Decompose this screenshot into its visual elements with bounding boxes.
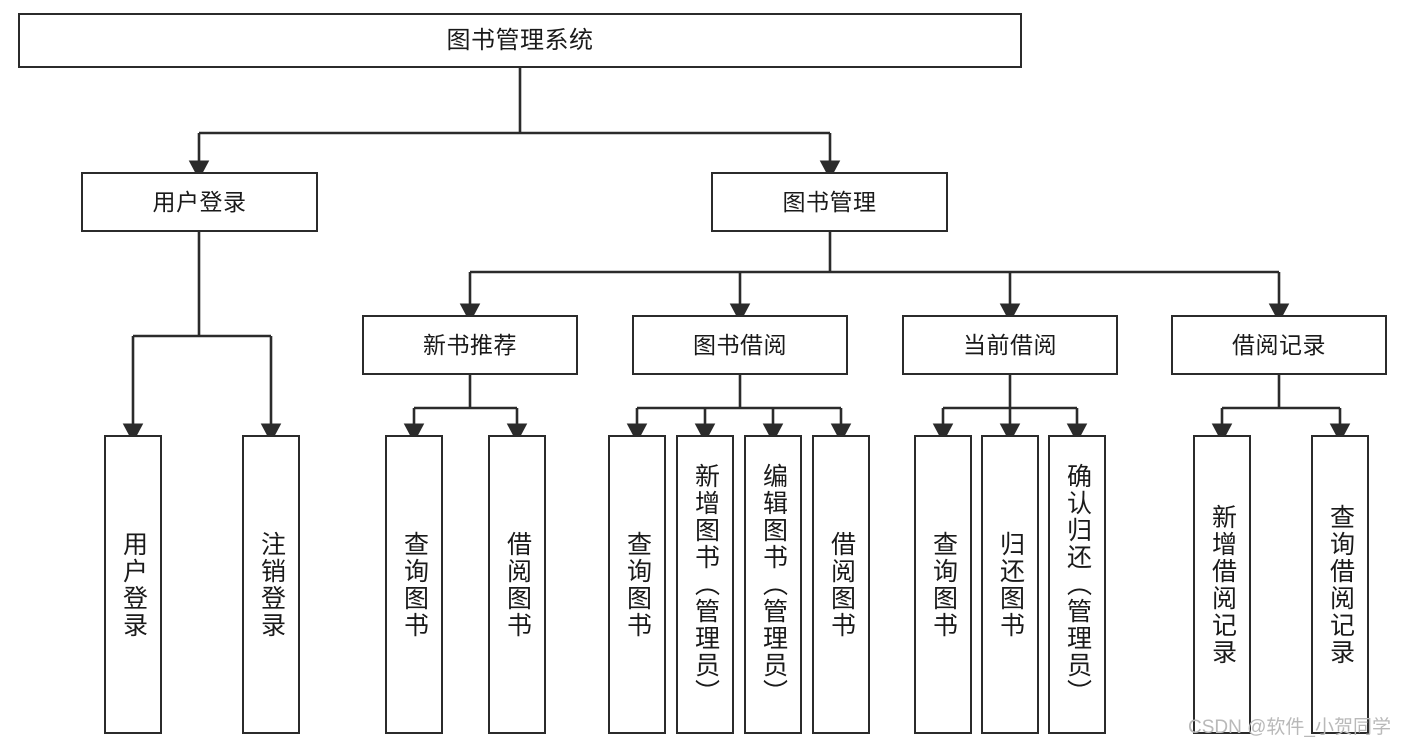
node-leaf-borrow-book-2-label: 借阅图书 [827, 530, 856, 639]
node-leaf-return-book[interactable]: 归还图书 [981, 435, 1039, 734]
node-leaf-add-record-label: 新增借阅记录 [1208, 503, 1237, 666]
node-leaf-query-book-2-label: 查询图书 [623, 530, 652, 639]
node-leaf-query-book-2[interactable]: 查询图书 [608, 435, 666, 734]
node-new-book-recommend-label: 新书推荐 [423, 331, 517, 358]
node-leaf-borrow-book-1-label: 借阅图书 [503, 530, 532, 639]
node-user-login-label: 用户登录 [152, 188, 247, 215]
node-user-login[interactable]: 用户登录 [81, 172, 318, 232]
node-leaf-add-book-label: 新增图书（管理员） [691, 463, 720, 706]
node-leaf-logout[interactable]: 注销登录 [242, 435, 300, 734]
node-leaf-query-record[interactable]: 查询借阅记录 [1311, 435, 1369, 734]
node-borrow-record[interactable]: 借阅记录 [1171, 315, 1387, 375]
node-leaf-add-book[interactable]: 新增图书（管理员） [676, 435, 734, 734]
node-leaf-user-login[interactable]: 用户登录 [104, 435, 162, 734]
node-leaf-edit-book[interactable]: 编辑图书（管理员） [744, 435, 802, 734]
node-leaf-logout-label: 注销登录 [257, 530, 286, 639]
node-leaf-query-book-3-label: 查询图书 [929, 530, 958, 639]
watermark: CSDN @软件_小贺同学 [1188, 717, 1391, 738]
node-leaf-user-login-label: 用户登录 [119, 530, 148, 639]
node-leaf-borrow-book-2[interactable]: 借阅图书 [812, 435, 870, 734]
node-leaf-borrow-book-1[interactable]: 借阅图书 [488, 435, 546, 734]
node-leaf-query-record-label: 查询借阅记录 [1326, 503, 1355, 666]
node-root[interactable]: 图书管理系统 [18, 13, 1022, 68]
node-leaf-edit-book-label: 编辑图书（管理员） [759, 463, 788, 706]
node-leaf-confirm-return-label: 确认归还（管理员） [1063, 463, 1092, 706]
node-leaf-query-book-3[interactable]: 查询图书 [914, 435, 972, 734]
node-leaf-confirm-return[interactable]: 确认归还（管理员） [1048, 435, 1106, 734]
node-current-borrow[interactable]: 当前借阅 [902, 315, 1118, 375]
node-book-management[interactable]: 图书管理 [711, 172, 948, 232]
node-leaf-return-book-label: 归还图书 [996, 530, 1025, 639]
node-leaf-query-book-1[interactable]: 查询图书 [385, 435, 443, 734]
node-new-book-recommend[interactable]: 新书推荐 [362, 315, 578, 375]
node-book-management-label: 图书管理 [782, 188, 877, 215]
node-book-borrow[interactable]: 图书借阅 [632, 315, 848, 375]
node-current-borrow-label: 当前借阅 [963, 331, 1057, 358]
node-borrow-record-label: 借阅记录 [1232, 331, 1326, 358]
node-root-label: 图书管理系统 [446, 26, 594, 54]
node-leaf-add-record[interactable]: 新增借阅记录 [1193, 435, 1251, 734]
node-leaf-query-book-1-label: 查询图书 [400, 530, 429, 639]
node-book-borrow-label: 图书借阅 [693, 331, 787, 358]
